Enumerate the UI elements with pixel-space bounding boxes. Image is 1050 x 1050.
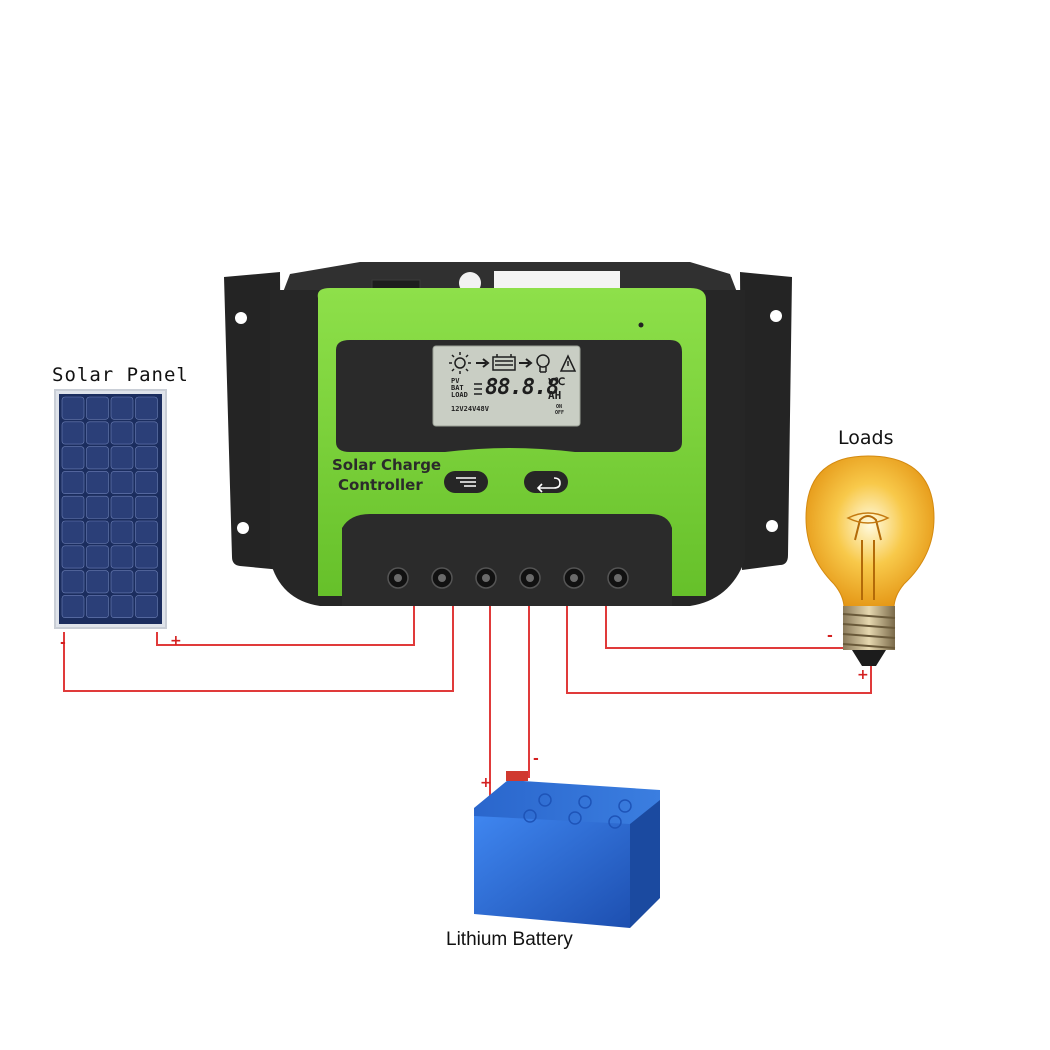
lcd-voltages: 12V24V48V (451, 405, 489, 413)
back-button[interactable] (524, 471, 568, 493)
light-bulb (805, 455, 935, 666)
solar-cell (61, 495, 85, 519)
solar-plus-mark: + (170, 633, 182, 649)
loads-label: Loads (838, 427, 894, 449)
lcd-label-pv: PV (451, 377, 460, 385)
solar-cell (86, 471, 109, 494)
solar-cell (135, 545, 158, 569)
lcd-label-bat: BAT (451, 384, 464, 392)
solar-panel (54, 389, 167, 629)
solar-cell (135, 471, 158, 494)
terminal-screw (482, 574, 490, 582)
load-plus-mark: + (857, 667, 869, 683)
return-icon (536, 477, 561, 493)
solar-cell (61, 545, 85, 569)
arrow-right-icon (519, 358, 533, 368)
battery-minus-mark: - (533, 751, 539, 767)
solar-cell (110, 595, 134, 619)
lcd-digits: 88.8.8 (485, 375, 559, 400)
solar-cell (135, 495, 158, 519)
solar-cell (61, 421, 85, 445)
arrow-right-icon (476, 358, 490, 368)
terminal-screw (526, 574, 534, 582)
solar-cell (135, 520, 158, 544)
terminal-screw (394, 574, 402, 582)
solar-cell (135, 396, 158, 420)
lcd-units-top: V℃ (548, 377, 566, 388)
solar-cell (86, 446, 109, 470)
solar-cell (135, 595, 158, 619)
solar-cell (61, 446, 85, 470)
wire-load-negative (605, 605, 845, 649)
solar-cell (110, 545, 134, 569)
controller-title-line2: Controller (338, 476, 423, 494)
solar-cell (135, 446, 158, 470)
solar-cell (61, 570, 85, 594)
bulb-icon (536, 354, 550, 373)
charge-controller (224, 262, 792, 606)
solar-cell (86, 595, 109, 619)
terminal-block (387, 567, 629, 589)
terminal-screw (438, 574, 446, 582)
lcd-units-bottom: AH (548, 389, 562, 402)
solar-cell (86, 570, 109, 594)
wire-solar-positive (156, 605, 415, 646)
solar-cell (135, 421, 158, 445)
lcd-on: ON (556, 404, 563, 410)
battery-icon (492, 354, 516, 371)
solar-cell (110, 446, 134, 470)
lcd-label-load: LOAD (451, 391, 468, 399)
wire-solar-negative (63, 605, 454, 692)
menu-icon (456, 477, 476, 487)
lcd-off: OFF (555, 410, 565, 416)
wire-load-positive (566, 605, 872, 694)
load-minus-mark: - (827, 628, 833, 644)
solar-cell (86, 520, 109, 544)
warning-icon (559, 354, 577, 372)
solar-cell (86, 396, 109, 420)
controller-title-line1: Solar Charge (332, 456, 442, 474)
solar-cell (110, 396, 134, 420)
wires (63, 605, 872, 800)
battery-plus-mark: + (480, 775, 492, 791)
sun-icon (449, 352, 471, 374)
solar-cell (61, 595, 85, 619)
battery (474, 771, 660, 928)
solar-cell (61, 520, 85, 544)
solar-cell (86, 495, 109, 519)
solar-panel-label: Solar Panel (52, 364, 189, 386)
solar-cell (61, 471, 85, 494)
solar-cell (110, 471, 134, 494)
solar-cell (110, 495, 134, 519)
solar-cell (61, 396, 85, 420)
solar-cell (110, 520, 134, 544)
terminal-screw (614, 574, 622, 582)
menu-button[interactable] (444, 471, 488, 493)
battery-label: Lithium Battery (446, 929, 573, 950)
solar-minus-mark: - (60, 635, 66, 651)
solar-cell (110, 421, 134, 445)
solar-cell (86, 545, 109, 569)
terminal-screw (570, 574, 578, 582)
solar-cell (110, 570, 134, 594)
solar-cell (135, 570, 158, 594)
solar-cell (86, 421, 109, 445)
